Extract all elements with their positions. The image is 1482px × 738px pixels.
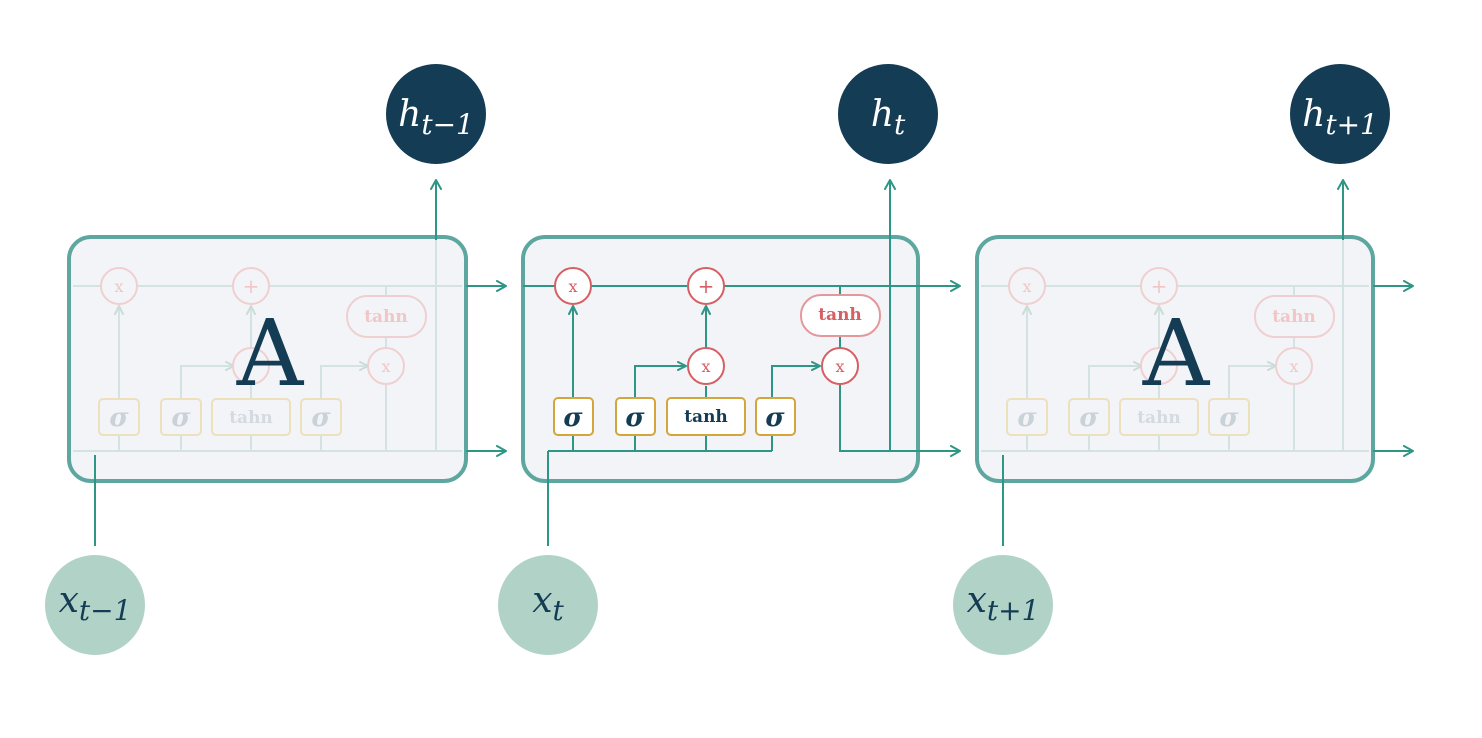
cell-state-tanh-label: tanh xyxy=(818,305,862,325)
output-node-3-label: ht+1 xyxy=(1302,94,1378,141)
cell-3-forget-multiply-label: x xyxy=(1022,277,1031,296)
cell-1-label: A xyxy=(236,300,305,407)
cell-1-tanh-box xyxy=(211,398,291,436)
output-gate-sigma xyxy=(755,397,796,436)
input-node-1 xyxy=(45,555,145,655)
output-multiply-label: x xyxy=(835,357,844,376)
add-node-label: + xyxy=(698,274,715,298)
cell-3-add xyxy=(1140,267,1178,305)
input-multiply-node xyxy=(687,347,725,385)
input-node-3-label: xt+1 xyxy=(967,580,1040,627)
output-nodes: ht−1 ht ht+1 xyxy=(386,64,1390,164)
output-multiply-node xyxy=(821,347,859,385)
cell-3-forget-sigma xyxy=(1006,398,1048,436)
cell-1-forget-multiply-label: x xyxy=(114,277,123,296)
cell-2: x + x x tanh σ σ tanh σ xyxy=(521,235,920,483)
input-node-2-label: xt xyxy=(532,580,564,627)
cell-2-internals xyxy=(523,240,891,452)
cell-1-gates: x + x tahn σ σ tahn σ xyxy=(98,267,427,436)
cell-1-tanh-box-label: tahn xyxy=(229,408,273,428)
cell-3-internals xyxy=(981,240,1369,452)
input-gate-sigma-label: σ xyxy=(625,403,645,433)
cell-3-gates: x + x tahn σ σ tahn σ xyxy=(1006,267,1335,436)
cell-3-input-sigma-label: σ xyxy=(1079,403,1099,433)
candidate-tanh-box xyxy=(666,397,746,436)
cell-3-output-multiply xyxy=(1275,347,1313,385)
cell-3-forget-sigma-label: σ xyxy=(1017,403,1037,433)
cell-1-add-label: + xyxy=(243,274,260,298)
cell-3-forget-multiply xyxy=(1008,267,1046,305)
cell-2-gates: x + x x tanh σ σ tanh σ xyxy=(553,267,881,436)
cell-3-add-label: + xyxy=(1151,274,1168,298)
cell-1-add xyxy=(232,267,270,305)
inter-cell-connections xyxy=(94,179,1414,546)
cell-state-tanh-pill xyxy=(800,294,881,337)
cell-3: x + x tahn σ σ tahn σ A xyxy=(975,235,1375,483)
cell-1-tanh-pill-label: tahn xyxy=(364,307,408,327)
cell-3-output-sigma xyxy=(1208,398,1250,436)
output-gate-sigma-label: σ xyxy=(765,403,785,433)
cell-3-input-multiply xyxy=(1140,347,1178,385)
cell-1-tanh-pill xyxy=(346,295,427,338)
cell-1: x + x tahn σ σ tahn σ A xyxy=(67,235,468,483)
output-node-1 xyxy=(386,64,486,164)
cell-3-label: A xyxy=(1142,300,1211,407)
input-nodes: xt−1 xt xt+1 xyxy=(45,555,1053,655)
cell-1-input-multiply xyxy=(232,347,270,385)
forget-multiply-label: x xyxy=(568,277,577,296)
cell-1-forget-sigma-label: σ xyxy=(109,403,129,433)
cell-3-input-sigma xyxy=(1068,398,1110,436)
forget-multiply-node xyxy=(554,267,592,305)
output-node-2 xyxy=(838,64,938,164)
cell-3-tanh-pill xyxy=(1254,295,1335,338)
output-node-3 xyxy=(1290,64,1390,164)
input-multiply-label: x xyxy=(701,357,710,376)
cell-1-output-multiply-label: x xyxy=(381,357,390,376)
cell-1-forget-sigma xyxy=(98,398,140,436)
cell-1-input-sigma-label: σ xyxy=(171,403,191,433)
input-node-2 xyxy=(498,555,598,655)
cell-1-forget-multiply xyxy=(100,267,138,305)
cell-1-output-multiply xyxy=(367,347,405,385)
cell-1-output-sigma xyxy=(300,398,342,436)
cell-3-output-multiply-label: x xyxy=(1289,357,1298,376)
candidate-tanh-label: tanh xyxy=(684,407,728,427)
cell-3-tanh-pill-label: tahn xyxy=(1272,307,1316,327)
cell-1-input-sigma xyxy=(160,398,202,436)
cell-3-output-sigma-label: σ xyxy=(1219,403,1239,433)
add-node xyxy=(687,267,725,305)
cell-3-tanh-box xyxy=(1119,398,1199,436)
output-node-1-label: ht−1 xyxy=(398,94,474,141)
input-gate-sigma xyxy=(615,397,656,436)
cell-3-tanh-box-label: tahn xyxy=(1137,408,1181,428)
forget-gate-sigma-label: σ xyxy=(563,403,583,433)
input-node-1-label: xt−1 xyxy=(59,580,132,627)
input-node-3 xyxy=(953,555,1053,655)
forget-gate-sigma xyxy=(553,397,594,436)
output-node-2-label: ht xyxy=(871,94,906,141)
cell-1-output-sigma-label: σ xyxy=(311,403,331,433)
